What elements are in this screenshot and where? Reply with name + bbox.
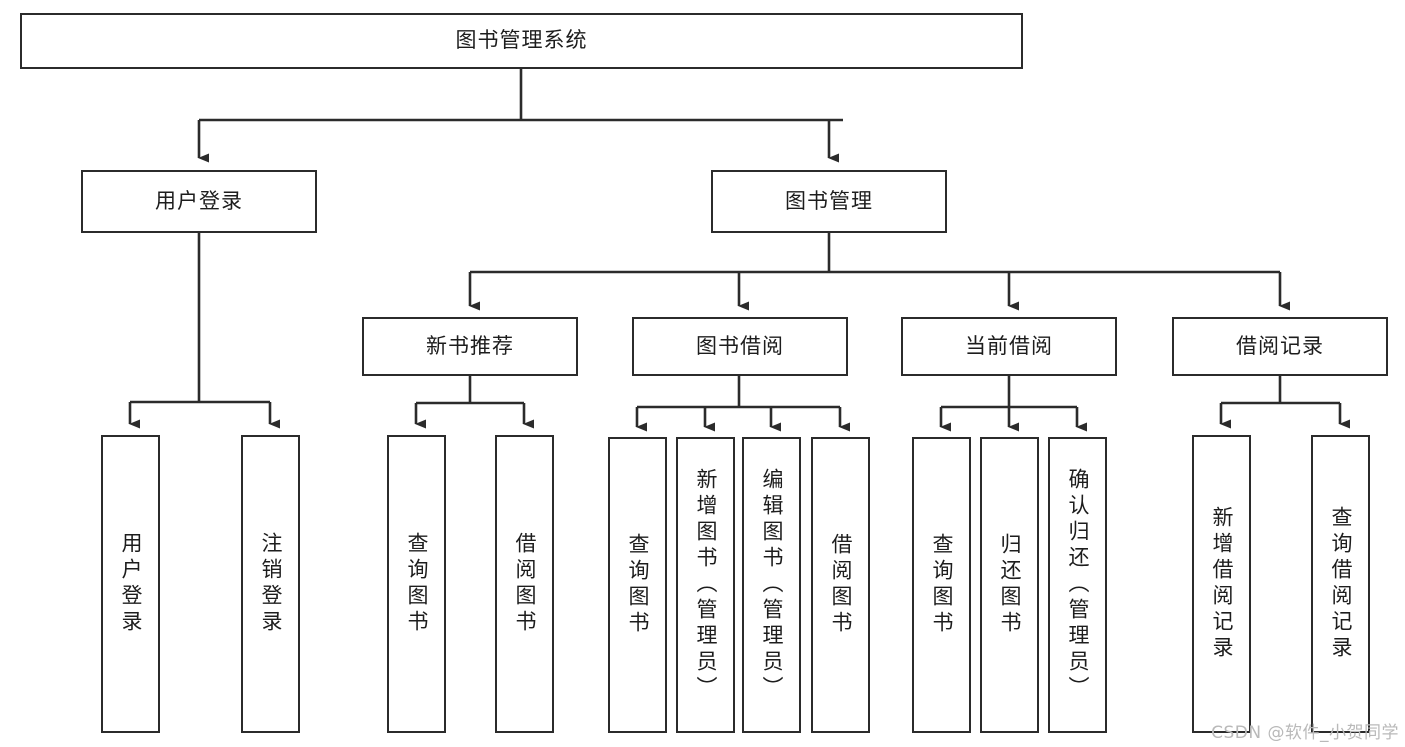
node-level1-user-login[interactable]: 用户登录 xyxy=(81,170,317,233)
node-label: 新书推荐 xyxy=(426,333,514,358)
node-label: 当前借阅 xyxy=(965,333,1053,358)
node-leaf-add-book-admin[interactable]: 新增图书（管理员） xyxy=(676,437,735,733)
node-label: 图书管理系统 xyxy=(455,28,588,53)
node-level2-current-borrow[interactable]: 当前借阅 xyxy=(901,317,1117,376)
node-level2-new-book-recommend[interactable]: 新书推荐 xyxy=(362,317,578,376)
node-label: 借阅记录 xyxy=(1236,333,1324,358)
node-label: 编辑图书（管理员） xyxy=(760,468,785,702)
node-leaf-query-book-borrow[interactable]: 查询图书 xyxy=(608,437,667,733)
node-label: 查询图书 xyxy=(405,532,430,636)
watermark: CSDN @软件_小贺同学 xyxy=(1211,723,1399,743)
node-label: 注销登录 xyxy=(259,532,284,636)
node-label: 借阅图书 xyxy=(829,533,854,637)
node-leaf-user-login[interactable]: 用户登录 xyxy=(101,435,160,733)
node-label: 图书管理 xyxy=(785,188,873,213)
node-leaf-return-book[interactable]: 归还图书 xyxy=(980,437,1039,733)
node-label: 借阅图书 xyxy=(513,532,538,636)
node-leaf-query-borrow-record[interactable]: 查询借阅记录 xyxy=(1311,435,1370,733)
node-leaf-query-book-current[interactable]: 查询图书 xyxy=(912,437,971,733)
node-root[interactable]: 图书管理系统 xyxy=(20,13,1023,69)
node-level1-book-management[interactable]: 图书管理 xyxy=(711,170,947,233)
node-label: 归还图书 xyxy=(998,533,1023,637)
node-level2-book-borrow[interactable]: 图书借阅 xyxy=(632,317,848,376)
node-leaf-confirm-return-admin[interactable]: 确认归还（管理员） xyxy=(1048,437,1107,733)
node-label: 查询图书 xyxy=(626,533,651,637)
node-label: 图书借阅 xyxy=(696,333,784,358)
node-leaf-query-book-recommend[interactable]: 查询图书 xyxy=(387,435,446,733)
node-leaf-borrow-book[interactable]: 借阅图书 xyxy=(811,437,870,733)
node-leaf-edit-book-admin[interactable]: 编辑图书（管理员） xyxy=(742,437,801,733)
node-label: 用户登录 xyxy=(119,532,144,636)
node-leaf-add-borrow-record[interactable]: 新增借阅记录 xyxy=(1192,435,1251,733)
node-label: 用户登录 xyxy=(155,188,243,213)
node-label: 新增借阅记录 xyxy=(1210,506,1235,662)
node-level2-borrow-record[interactable]: 借阅记录 xyxy=(1172,317,1388,376)
node-leaf-logout[interactable]: 注销登录 xyxy=(241,435,300,733)
node-label: 查询图书 xyxy=(930,533,955,637)
node-label: 确认归还（管理员） xyxy=(1066,468,1091,702)
node-label: 新增图书（管理员） xyxy=(694,468,719,702)
node-leaf-borrow-book-recommend[interactable]: 借阅图书 xyxy=(495,435,554,733)
node-label: 查询借阅记录 xyxy=(1329,506,1354,662)
